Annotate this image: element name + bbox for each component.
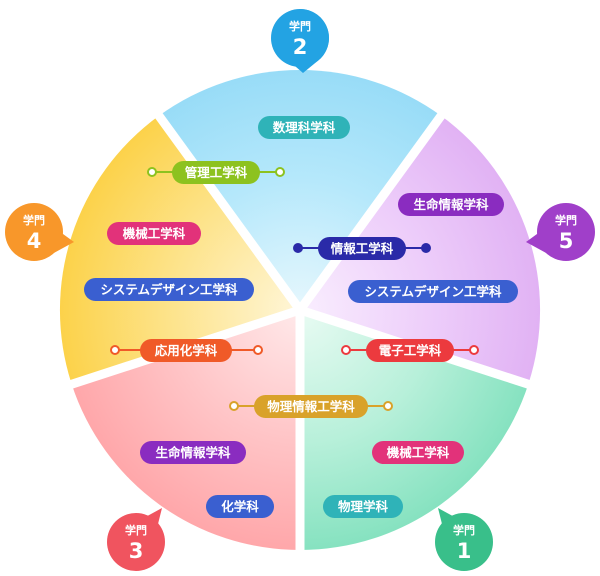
dept-system-4[interactable]: システムデザイン工学科	[84, 278, 254, 301]
badge-label: 学門	[453, 523, 475, 537]
dept-jouhou[interactable]: 情報工学科	[293, 237, 431, 260]
badge-number: 1	[457, 539, 472, 563]
badge-label: 学門	[125, 523, 147, 537]
dept-system-5[interactable]: システムデザイン工学科	[348, 280, 518, 303]
sector-5	[300, 115, 541, 385]
dept-pill	[84, 278, 254, 301]
dept-label: 数理科学科	[272, 120, 336, 135]
dept-pill	[372, 441, 464, 464]
connector-dot	[110, 345, 120, 355]
badge-shape	[271, 9, 329, 67]
dept-pill	[206, 495, 274, 518]
dept-seimei-3[interactable]: 生命情報学科	[140, 441, 246, 464]
dept-pill	[323, 495, 403, 518]
dept-seimei-5[interactable]: 生命情報学科	[398, 193, 504, 216]
dept-pill	[258, 116, 350, 139]
connector-dot	[253, 345, 263, 355]
badge-number: 2	[293, 35, 308, 59]
field-badges: 学門 2 学門 4 学門 5 学門 3 学門 1	[5, 8, 595, 571]
dept-kagaku[interactable]: 化学科	[206, 495, 274, 518]
dept-pill	[398, 193, 504, 216]
dept-butsuri[interactable]: 物理学科	[323, 495, 403, 518]
separator	[151, 108, 304, 313]
badge-2[interactable]: 学門 2	[271, 8, 330, 73]
dept-label: 物理情報工学科	[267, 399, 355, 414]
dept-label: 生命情報学科	[413, 197, 489, 212]
badge-shape	[537, 203, 595, 261]
dept-pill	[172, 161, 260, 184]
dept-label: 機械工学科	[123, 226, 186, 241]
badge-label: 学門	[555, 213, 577, 227]
dept-pill	[140, 441, 246, 464]
dept-denshi[interactable]: 電子工学科	[341, 339, 479, 362]
separator	[296, 108, 449, 313]
connector-dot	[469, 345, 479, 355]
dept-label: 管理工学科	[185, 165, 248, 180]
badge-number: 4	[27, 229, 42, 253]
dept-label: 物理学科	[338, 499, 389, 514]
pie-wheel	[59, 69, 541, 556]
dept-pill	[254, 395, 368, 418]
dept-label: システムデザイン工学科	[364, 284, 502, 299]
connector-dot	[421, 243, 431, 253]
badge-label: 学門	[289, 19, 311, 33]
connector-dot	[229, 401, 239, 411]
dept-suuri[interactable]: 数理科学科	[258, 116, 350, 139]
dept-label: 応用化学科	[155, 343, 218, 358]
badge-number: 3	[129, 539, 144, 563]
dept-pill	[140, 339, 232, 362]
badge-4[interactable]: 学門 4	[5, 203, 74, 261]
dept-ouyou[interactable]: 応用化学科	[110, 339, 263, 362]
dept-label: 情報工学科	[331, 241, 394, 256]
dept-kanri[interactable]: 管理工学科	[147, 161, 285, 184]
connector-dot	[147, 167, 157, 177]
badge-number: 5	[559, 229, 574, 253]
connector-dot	[341, 345, 351, 355]
badge-5[interactable]: 学門 5	[526, 203, 595, 261]
badge-3[interactable]: 学門 3	[107, 508, 165, 571]
dept-label: 化学科	[221, 499, 259, 514]
department-labels: 数理科学科 管理工学科 機械工学科 システムデザイン工学科 応用化学科	[84, 116, 518, 518]
dept-pill	[366, 339, 454, 362]
badge-1[interactable]: 学門 1	[435, 508, 493, 571]
badge-shape	[5, 203, 63, 261]
connector-dot	[383, 401, 393, 411]
dept-kikai-1[interactable]: 機械工学科	[372, 441, 464, 464]
sector-4	[59, 115, 301, 385]
connector-dot	[293, 243, 303, 253]
dept-label: 機械工学科	[387, 445, 450, 460]
badge-shape	[435, 513, 493, 571]
badge-label: 学門	[23, 213, 45, 227]
dept-pill	[318, 237, 406, 260]
connector-dot	[275, 167, 285, 177]
dept-label: 生命情報学科	[155, 445, 231, 460]
dept-butsujou[interactable]: 物理情報工学科	[229, 395, 393, 418]
badge-shape	[107, 513, 165, 571]
sector-2	[158, 69, 442, 310]
dept-kikai-4[interactable]: 機械工学科	[107, 222, 201, 245]
dept-label: システムデザイン工学科	[100, 282, 238, 297]
dept-label: 電子工学科	[379, 343, 442, 358]
dept-pill	[348, 280, 518, 303]
dept-pill	[107, 222, 201, 245]
